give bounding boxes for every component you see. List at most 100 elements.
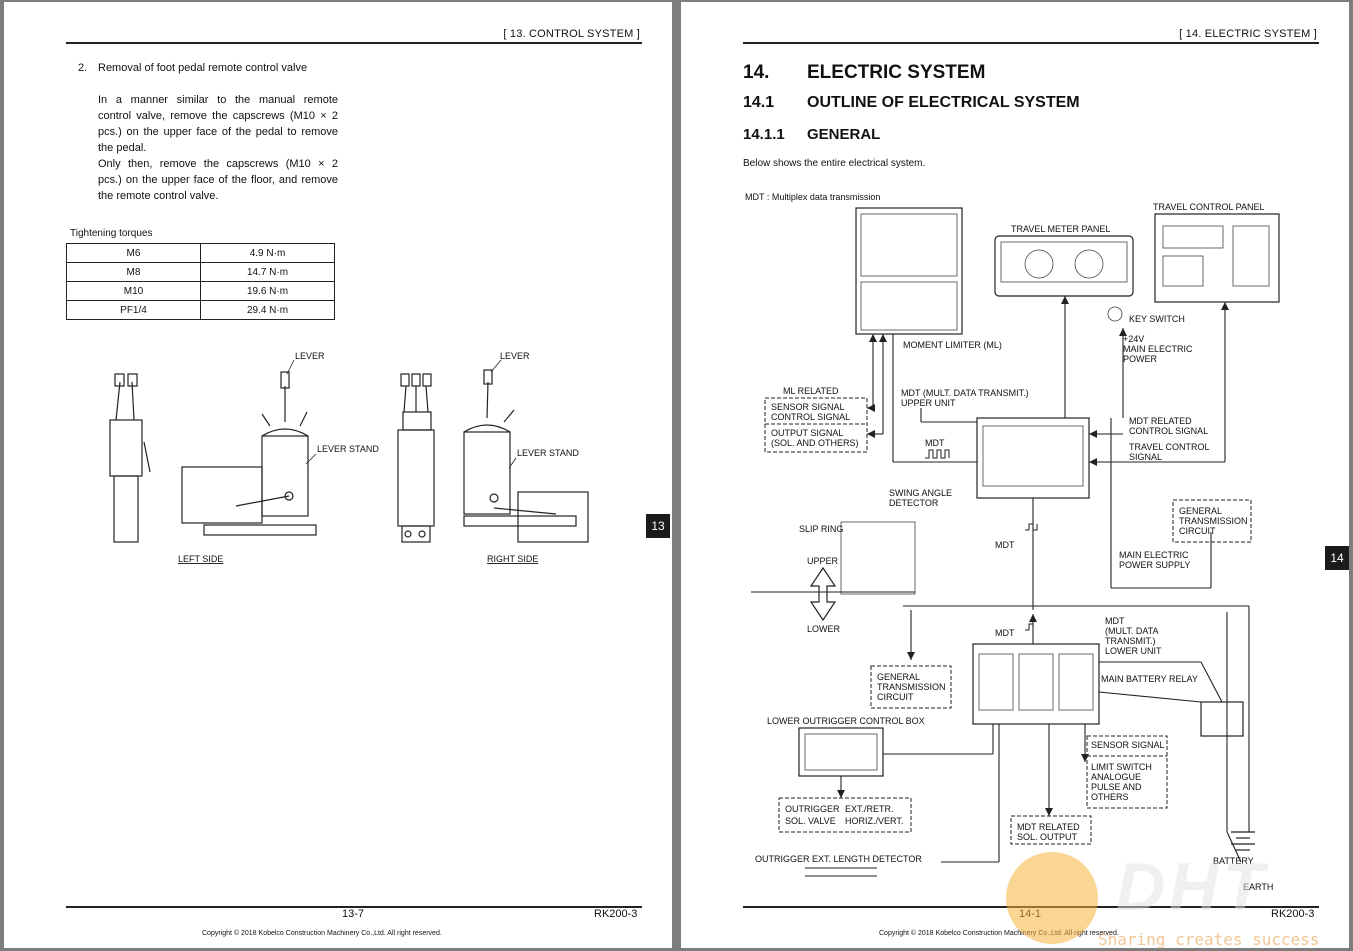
watermark-logo-text: DHT [1116, 849, 1268, 925]
outrigger-sol-label: OUTRIGGER [785, 804, 840, 814]
header-rule [743, 42, 1319, 44]
chapter-tab: 14 [1325, 546, 1349, 570]
control-signal-label: CONTROL SIGNAL [771, 412, 850, 422]
subsection-title: GENERAL [807, 126, 881, 143]
model-number: RK200-3 [594, 908, 638, 920]
upper-label: UPPER [807, 556, 839, 566]
general-transmission-box [870, 665, 952, 709]
torque-table: M6 4.9 N·m M8 14.7 N·m M10 19.6 N·m PF1/… [66, 243, 335, 320]
outrigger-control-box [798, 727, 884, 777]
mdt-lower-box [972, 643, 1100, 725]
step-body: In a manner similar to the manual remote… [98, 92, 338, 204]
sensor-signal-label: SENSOR SIGNAL [1091, 740, 1165, 750]
travel-meter-label: TRAVEL METER PANEL [1011, 224, 1110, 234]
ml-related-label: ML RELATED [783, 386, 839, 396]
subsection-number: 14.1.1 [743, 126, 785, 143]
mdt-lower-label: LOWER UNIT [1105, 646, 1162, 656]
output-signal-label: OUTPUT SIGNAL [771, 428, 843, 438]
limit-switch-label: LIMIT SWITCH [1091, 762, 1152, 772]
swing-angle-label: DETECTOR [889, 498, 939, 508]
body-line: the remote control valve. [98, 190, 219, 202]
ext-retr-label: EXT./RETR. [845, 804, 894, 814]
swing-angle-label: SWING ANGLE [889, 488, 952, 498]
mdt-label: MDT [995, 628, 1015, 638]
watermark-tagline: Sharing creates success [1098, 930, 1320, 949]
body-line: Only then, remove the capscrews (M10 × 2 [98, 158, 338, 170]
limit-switch-label: OTHERS [1091, 792, 1129, 802]
body-line: the pedal. [98, 142, 147, 154]
mdt-related-sol-box [1010, 815, 1092, 845]
travel-control-panel-box [1154, 213, 1280, 303]
outrigger-sol-label: SOL. VALVE [785, 816, 836, 826]
right-page: [ 14. ELECTRIC SYSTEM ] 14. ELECTRIC SYS… [681, 2, 1349, 948]
main-power-label: MAIN ELECTRIC [1119, 550, 1189, 560]
outrigger-length-label: OUTRIGGER EXT. LENGTH DETECTOR [755, 854, 922, 864]
main-power-label: POWER SUPPLY [1119, 560, 1190, 570]
lower-label: LOWER [807, 624, 841, 634]
limit-switch-label: ANALOGUE [1091, 772, 1141, 782]
outrigger-box-label: LOWER OUTRIGGER CONTROL BOX [767, 716, 925, 726]
ext-retr-label: HORIZ./VERT. [845, 816, 903, 826]
body-line: pcs.) on the upper face of the floor, an… [98, 174, 338, 186]
step-number: 2. [78, 62, 88, 74]
mdt-upper-box [976, 417, 1090, 499]
sensor-signal-label: SENSOR SIGNAL [771, 402, 845, 412]
electrical-system-diagram: MDT : Multiplex data transmission TRAVEL… [745, 192, 1280, 892]
up-down-arrow-icon [809, 566, 837, 622]
label-lever: LEVER [500, 351, 530, 361]
label-left-side: LEFT SIDE [178, 554, 223, 564]
ml-signal-box [764, 397, 868, 453]
chapter-title: ELECTRIC SYSTEM [807, 62, 986, 83]
general-trans-label: CIRCUIT [877, 692, 914, 702]
label-lever: LEVER [295, 351, 325, 361]
label-right-side: RIGHT SIDE [487, 554, 538, 564]
moment-limiter-box [855, 207, 963, 335]
footer-rule [66, 906, 642, 908]
general-trans-label: TRANSMISSION [877, 682, 946, 692]
power-label: MAIN ELECTRIC [1123, 344, 1193, 354]
chapter-tab: 13 [646, 514, 670, 538]
outrigger-sol-box [778, 797, 912, 833]
mdt-lower-label: TRANSMIT.) [1105, 636, 1156, 646]
travel-meter-panel-box [994, 235, 1134, 297]
slip-ring-label: SLIP RING [799, 524, 843, 534]
general-transmission-box [1172, 499, 1252, 543]
mdt-upper-label: UPPER UNIT [901, 398, 956, 408]
watermark-logo-icon [1006, 852, 1098, 944]
travel-control-label: TRAVEL CONTROL PANEL [1153, 202, 1265, 212]
sensor-signal-box [1086, 735, 1168, 809]
header-rule [66, 42, 642, 44]
mdt-related-sol-label: SOL. OUTPUT [1017, 832, 1078, 842]
travel-signal-label: TRAVEL CONTROL [1129, 442, 1210, 452]
mdt-label: MDT [925, 438, 945, 448]
intro-text: Below shows the entire electrical system… [743, 158, 926, 169]
power-label: POWER [1123, 354, 1158, 364]
battery-label: BATTERY [1213, 856, 1254, 866]
mdt-label: MDT [995, 540, 1015, 550]
body-line: pcs.) on the upper face of the pedal to … [98, 126, 338, 138]
general-trans-label: TRANSMISSION [1179, 516, 1248, 526]
page-number: 13-7 [342, 908, 365, 920]
copyright: Copyright © 2018 Kobelco Construction Ma… [879, 930, 1119, 937]
table-caption: Tightening torques [70, 228, 153, 239]
model-number: RK200-3 [1271, 908, 1315, 920]
travel-signal-label: SIGNAL [1129, 452, 1162, 462]
general-trans-label: GENERAL [877, 672, 920, 682]
earth-label: EARTH [1243, 882, 1273, 892]
left-page: [ 13. CONTROL SYSTEM ] 2. Removal of foo… [4, 2, 672, 948]
mdt-lower-label: MDT [1105, 616, 1125, 626]
section-title: OUTLINE OF ELECTRICAL SYSTEM [807, 94, 1080, 111]
torque-cell: 29.4 N·m [200, 300, 335, 320]
power-label: +24V [1123, 334, 1144, 344]
label-lever-stand: LEVER STAND [317, 444, 379, 454]
general-trans-label: GENERAL [1179, 506, 1222, 516]
section-number: 14.1 [743, 94, 775, 111]
mdt-related-label: MDT RELATED [1129, 416, 1192, 426]
mdt-lower-label: (MULT. DATA [1105, 626, 1159, 636]
label-lever-stand: LEVER STAND [517, 448, 579, 458]
output-signal-label: (SOL. AND OTHERS) [771, 438, 859, 448]
copyright: Copyright © 2018 Kobelco Construction Ma… [202, 930, 442, 937]
mdt-note: MDT : Multiplex data transmission [745, 192, 880, 202]
mdt-upper-label: MDT (MULT. DATA TRANSMIT.) [901, 388, 1029, 398]
key-switch-label: KEY SWITCH [1129, 314, 1185, 324]
